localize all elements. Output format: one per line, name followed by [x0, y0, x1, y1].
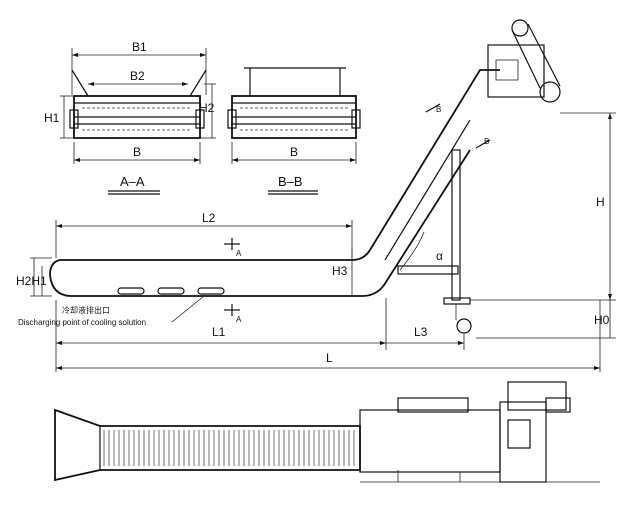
section-mark-b-bottom: B — [484, 137, 489, 146]
section-b-b-title: B–B — [278, 174, 303, 189]
dim-l2-label: L2 — [202, 211, 216, 225]
plan-view — [54, 381, 600, 483]
section-b-b-view: B B–B — [227, 67, 361, 195]
section-mark-a-top: A — [236, 249, 242, 258]
discharge-label-en: Discharging point of cooling solution — [18, 318, 146, 327]
angle-alpha-label: α — [436, 249, 443, 263]
dim-bb-b-label: B — [290, 145, 298, 159]
dim-b-label: B — [133, 145, 141, 159]
section-mark-a-bottom: A — [236, 315, 242, 324]
dim-h-label: H — [596, 195, 605, 209]
dim-h2-label: H2 — [199, 101, 215, 115]
dim-l-label: L — [326, 351, 333, 365]
dim-h2h1-label: H2H1 — [16, 274, 47, 288]
dim-b1-label: B1 — [132, 40, 147, 54]
dim-l3-label: L3 — [414, 325, 428, 339]
dim-h1-label: H1 — [44, 111, 60, 125]
dim-h0-label: H0 — [594, 313, 610, 327]
side-elevation-view: α A A B B L2 H3 H2H1 冷却液排出口 Discharging … — [16, 19, 616, 372]
section-a-a-title: A–A — [120, 174, 145, 189]
section-mark-b-top: B — [436, 105, 441, 114]
section-a-a-view: B1 B2 H1 H2 B A–A — [44, 40, 216, 195]
dim-l1-label: L1 — [212, 325, 226, 339]
discharge-label-cn: 冷却液排出口 — [62, 305, 110, 315]
dim-b2-label: B2 — [130, 69, 145, 83]
dim-h3-label: H3 — [332, 264, 348, 278]
